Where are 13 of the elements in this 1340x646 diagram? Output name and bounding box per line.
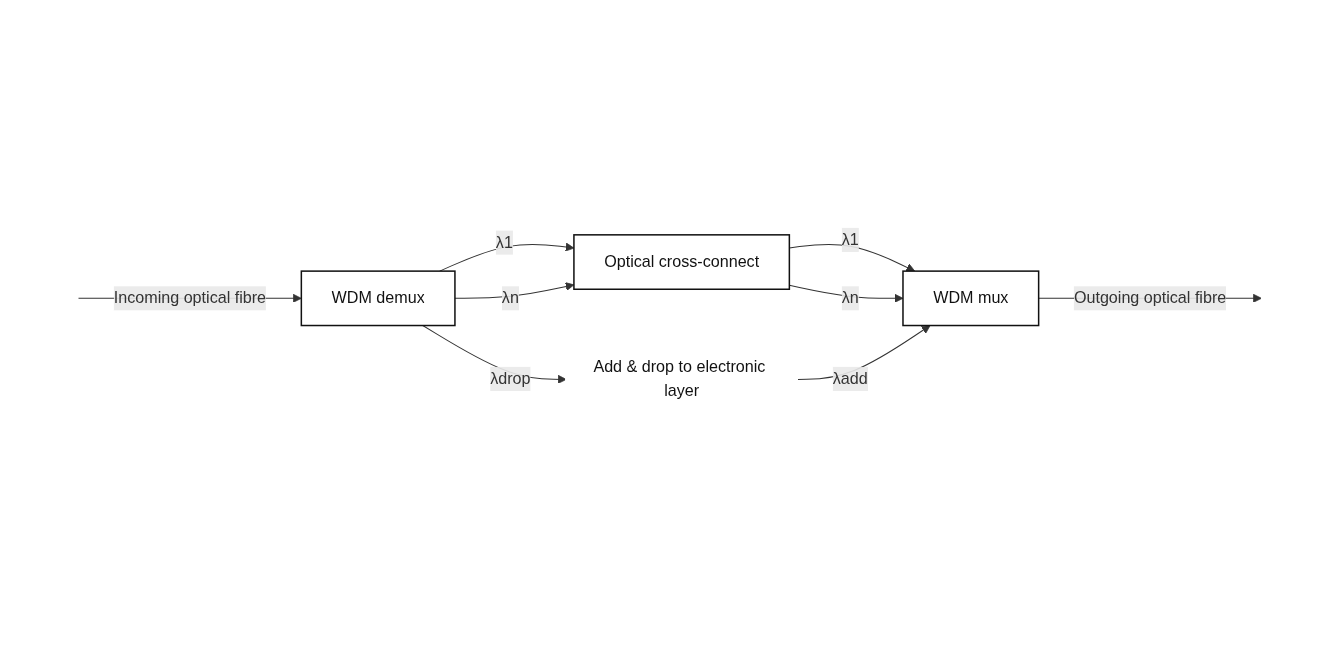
edge-label: λ1: [495, 233, 513, 251]
edge-label: λadd: [832, 369, 868, 387]
edge-label: λn: [501, 289, 519, 307]
edge-label: Incoming optical fibre: [113, 289, 267, 307]
arrow: [454, 282, 575, 299]
node-text: Add & drop to electronic layer: [593, 357, 766, 400]
edge-label: λdrop: [490, 369, 531, 387]
node-box: Optical cross-connect: [573, 234, 791, 290]
node-box: WDM demux: [300, 270, 456, 327]
node-box: WDM mux: [902, 270, 1040, 327]
edge-label: λ1: [841, 230, 859, 248]
edge-label: λn: [841, 289, 859, 307]
edge-label: Outgoing optical fibre: [1073, 289, 1227, 307]
